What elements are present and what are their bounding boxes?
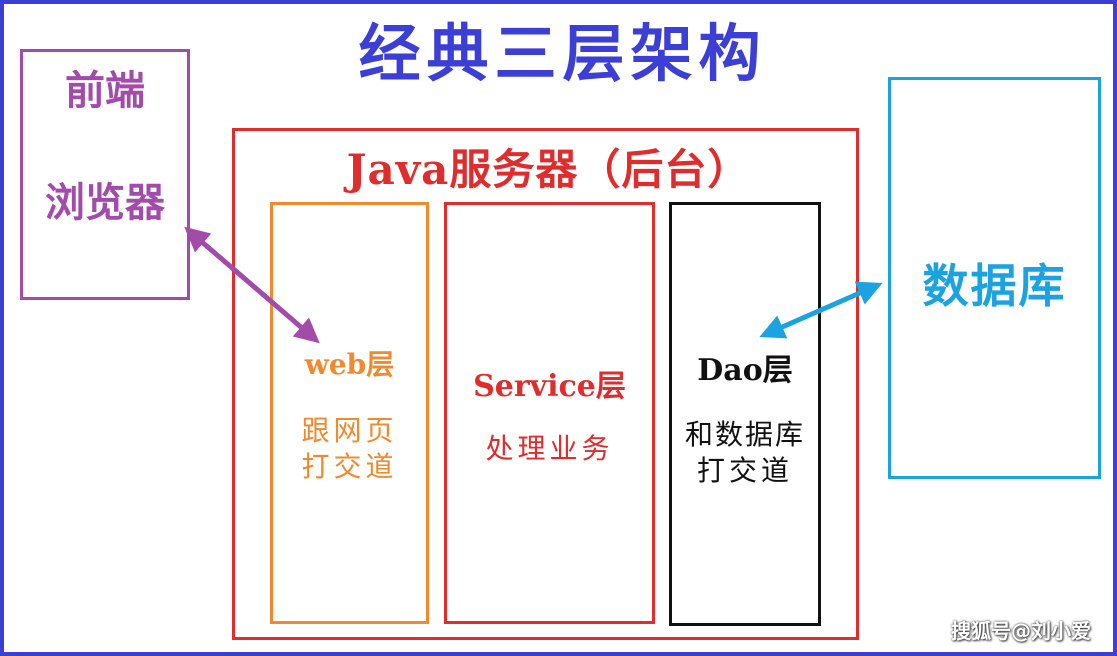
browser-label-line1: 前端 xyxy=(65,67,145,114)
dao-layer-box: Dao层 和数据库 打交道 xyxy=(669,202,821,626)
browser-web-double-arrow xyxy=(184,226,320,344)
watermark: 搜狐号@刘小爱 xyxy=(951,619,1091,643)
web-layer-label: web层 xyxy=(304,348,395,381)
database-box: 数据库 xyxy=(888,77,1101,479)
browser-box: 前端 浏览器 xyxy=(20,49,190,300)
service-layer-box: Service层 处理业务 xyxy=(444,202,655,624)
arrows-layer xyxy=(184,226,883,344)
web-layer-box: web层 跟网页 打交道 xyxy=(270,202,429,624)
server-box: Java服务器（后台） xyxy=(232,128,859,640)
browser-label-line2: 浏览器 xyxy=(45,179,165,226)
dao-database-double-arrow xyxy=(759,281,883,339)
dao-layer-label: Dao层 xyxy=(697,353,793,388)
dao-layer-desc-line1: 和数据库 xyxy=(684,418,805,451)
dao-layer-desc-line2: 打交道 xyxy=(696,454,793,487)
web-layer-desc-line2: 打交道 xyxy=(301,450,398,483)
diagram-title: 经典三层架构 xyxy=(358,17,767,90)
database-label: 数据库 xyxy=(922,259,1067,313)
server-title: Java服务器（后台） xyxy=(346,145,751,194)
web-layer-desc-line1: 跟网页 xyxy=(301,414,398,447)
service-layer-desc: 处理业务 xyxy=(485,432,614,465)
service-layer-label: Service层 xyxy=(473,369,626,404)
